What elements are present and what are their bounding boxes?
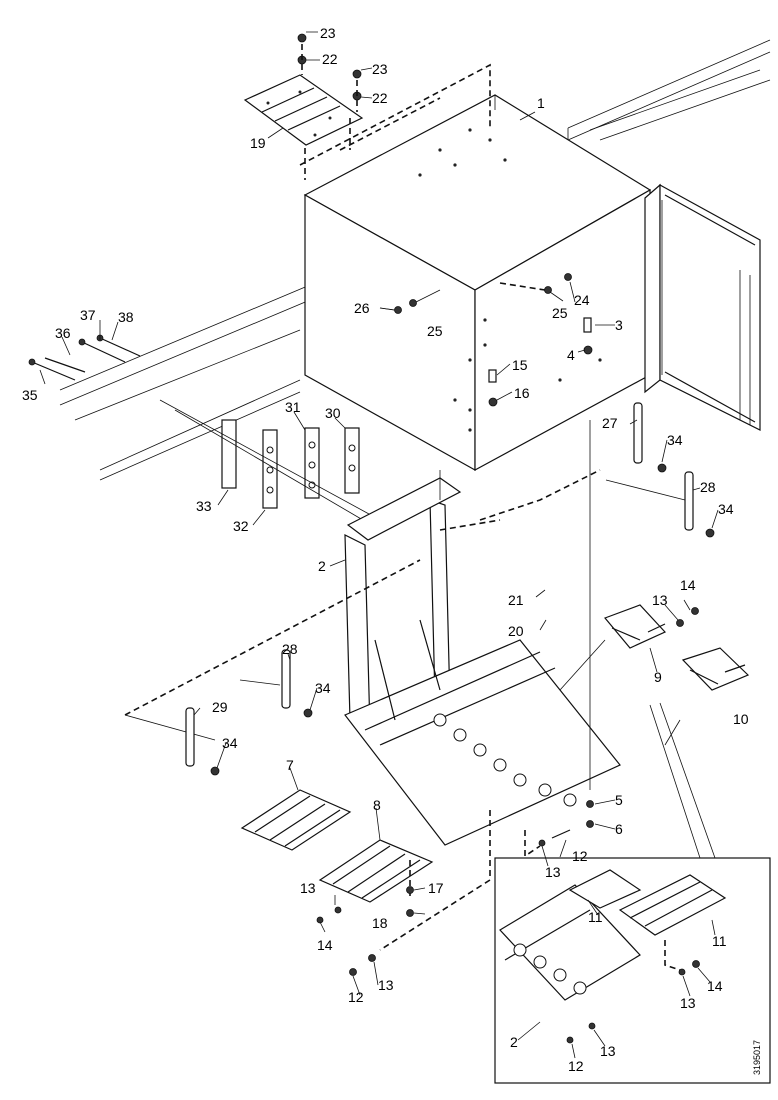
top-fasteners <box>297 33 362 112</box>
callout-27: 27 <box>602 415 618 431</box>
callout-14: 14 <box>317 937 333 953</box>
detail-inset <box>494 702 771 1084</box>
callout-23: 23 <box>372 61 388 77</box>
callout-1: 1 <box>537 95 545 111</box>
callout-11: 11 <box>712 933 727 949</box>
battery-box-cover <box>644 183 761 431</box>
callout-22: 22 <box>372 90 388 106</box>
callout-8: 8 <box>373 797 381 813</box>
callout-35: 35 <box>22 387 38 403</box>
callout-34: 34 <box>315 680 331 696</box>
callout-25: 25 <box>552 305 568 321</box>
callout-13: 13 <box>600 1043 616 1059</box>
callout-10: 10 <box>733 711 749 727</box>
callout-5: 5 <box>615 792 623 808</box>
callout-2: 2 <box>318 558 326 574</box>
callout-20: 20 <box>508 623 524 639</box>
callout-33: 33 <box>196 498 212 514</box>
callout-28: 28 <box>700 479 716 495</box>
callout-16: 16 <box>514 385 530 401</box>
callout-21: 21 <box>508 592 524 608</box>
callout-3: 3 <box>615 317 623 333</box>
carrier-frame <box>124 469 621 846</box>
mount-brackets <box>159 399 381 531</box>
leader-lines <box>39 31 719 1059</box>
callout-13: 13 <box>300 880 316 896</box>
callout-6: 6 <box>615 821 623 837</box>
callout-15: 15 <box>512 357 528 373</box>
callout-7: 7 <box>286 757 294 773</box>
callout-14: 14 <box>680 577 696 593</box>
callout-4: 4 <box>567 347 575 363</box>
callout-34: 34 <box>667 432 683 448</box>
callout-38: 38 <box>118 309 134 325</box>
callout-13: 13 <box>378 977 394 993</box>
frame-fasteners <box>439 420 594 858</box>
callout-34: 34 <box>222 735 238 751</box>
callouts: 23 22 23 22 19 1 26 25 24 25 3 4 15 16 3… <box>22 25 749 1074</box>
top-plate <box>243 63 491 180</box>
callout-12: 12 <box>572 848 588 864</box>
callout-14: 14 <box>707 978 723 994</box>
callout-28: 28 <box>282 641 298 657</box>
callout-13: 13 <box>545 864 561 880</box>
callout-2: 2 <box>510 1034 518 1050</box>
callout-12: 12 <box>348 989 364 1005</box>
drawing-code: 3195017 <box>752 1040 762 1075</box>
steps <box>240 789 491 976</box>
callout-30: 30 <box>325 405 341 421</box>
battery-box <box>303 94 652 472</box>
callout-12: 12 <box>568 1058 584 1074</box>
callout-17: 17 <box>428 880 444 896</box>
callout-13: 13 <box>652 592 668 608</box>
callout-23: 23 <box>320 25 336 41</box>
callout-31: 31 <box>285 399 301 415</box>
brackets-9-10 <box>559 604 750 691</box>
callout-24: 24 <box>574 292 590 308</box>
callout-9: 9 <box>654 669 662 685</box>
left-bolts <box>28 334 141 381</box>
callout-19: 19 <box>250 135 266 151</box>
callout-25: 25 <box>427 323 443 339</box>
callout-32: 32 <box>233 518 249 534</box>
callout-29: 29 <box>212 699 228 715</box>
callout-22: 22 <box>322 51 338 67</box>
callout-26: 26 <box>354 300 370 316</box>
callout-11: 11 <box>588 909 603 925</box>
callout-36: 36 <box>55 325 71 341</box>
callout-18: 18 <box>372 915 388 931</box>
straps <box>185 402 715 776</box>
callout-13: 13 <box>680 995 696 1011</box>
callout-34: 34 <box>718 501 734 517</box>
callout-37: 37 <box>80 307 96 323</box>
